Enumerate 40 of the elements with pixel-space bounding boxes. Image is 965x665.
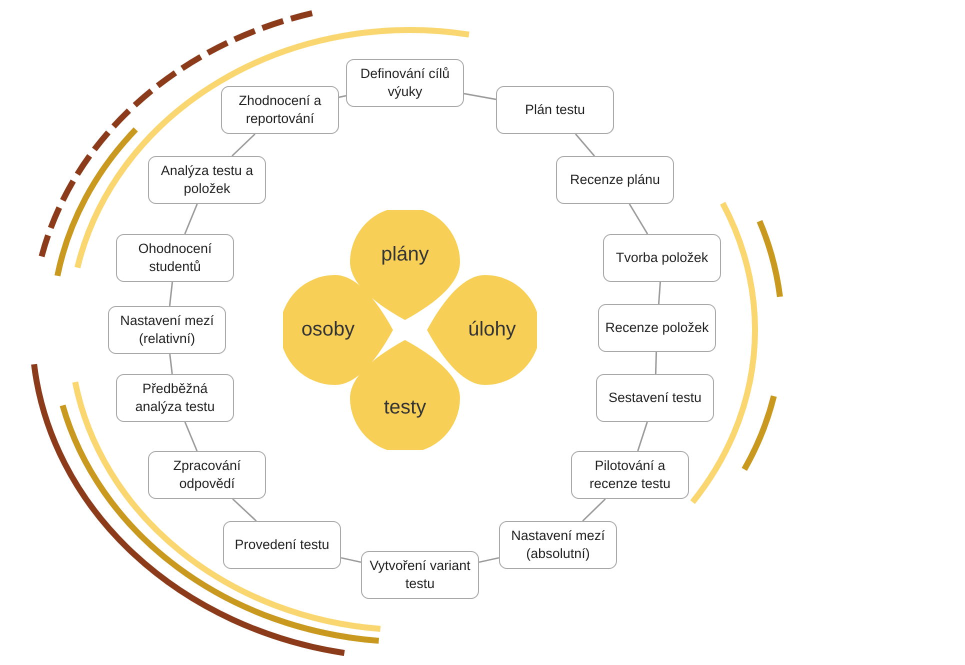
step-box: Analýza testu a položek (148, 156, 266, 204)
step-box: Sestavení testu (596, 374, 714, 422)
petal-shape (427, 275, 537, 385)
connector-line (575, 134, 595, 156)
step-box: Nastavení mezí (absolutní) (499, 521, 617, 569)
step-box: Definování cílů výuky (346, 59, 464, 107)
step-box: Tvorba položek (603, 234, 721, 282)
petal-label: úlohy (468, 318, 516, 342)
connector-line (232, 498, 257, 522)
step-box: Předběžná analýza testu (116, 374, 234, 422)
petal-shape (350, 340, 460, 450)
connector-line (338, 95, 346, 98)
step-box: Pilotování a recenze testu (571, 451, 689, 499)
step-box: Provedení testu (223, 521, 341, 569)
connector-line (184, 422, 198, 452)
connector-line (232, 133, 256, 157)
petal-label: plány (381, 244, 429, 266)
connector-line (464, 92, 496, 100)
step-box: Vytvoření variant testu (361, 551, 479, 599)
step-box: Nastavení mezí (relativní) (108, 306, 226, 354)
connector-line (340, 557, 362, 563)
connector-line (582, 498, 606, 522)
connector-line (169, 354, 173, 374)
step-box: Recenze položek (598, 304, 716, 352)
connector-line (478, 557, 500, 563)
connector-line (184, 204, 198, 234)
step-box: Recenze plánu (556, 156, 674, 204)
connector-line (168, 282, 174, 306)
step-box: Plán testu (496, 86, 614, 134)
step-box: Ohodnocení studentů (116, 234, 234, 282)
connector-line (658, 282, 662, 304)
petal-label: testy (384, 396, 426, 420)
petal-shape (350, 210, 460, 320)
step-box: Zpracování odpovědí (148, 451, 266, 499)
petal-shape (283, 275, 393, 385)
petal-label: osoby (301, 318, 355, 342)
step-box: Zhodnocení a reportování (221, 86, 339, 134)
connector-line (637, 422, 648, 452)
connector-line (654, 352, 658, 374)
connector-line (628, 204, 648, 234)
